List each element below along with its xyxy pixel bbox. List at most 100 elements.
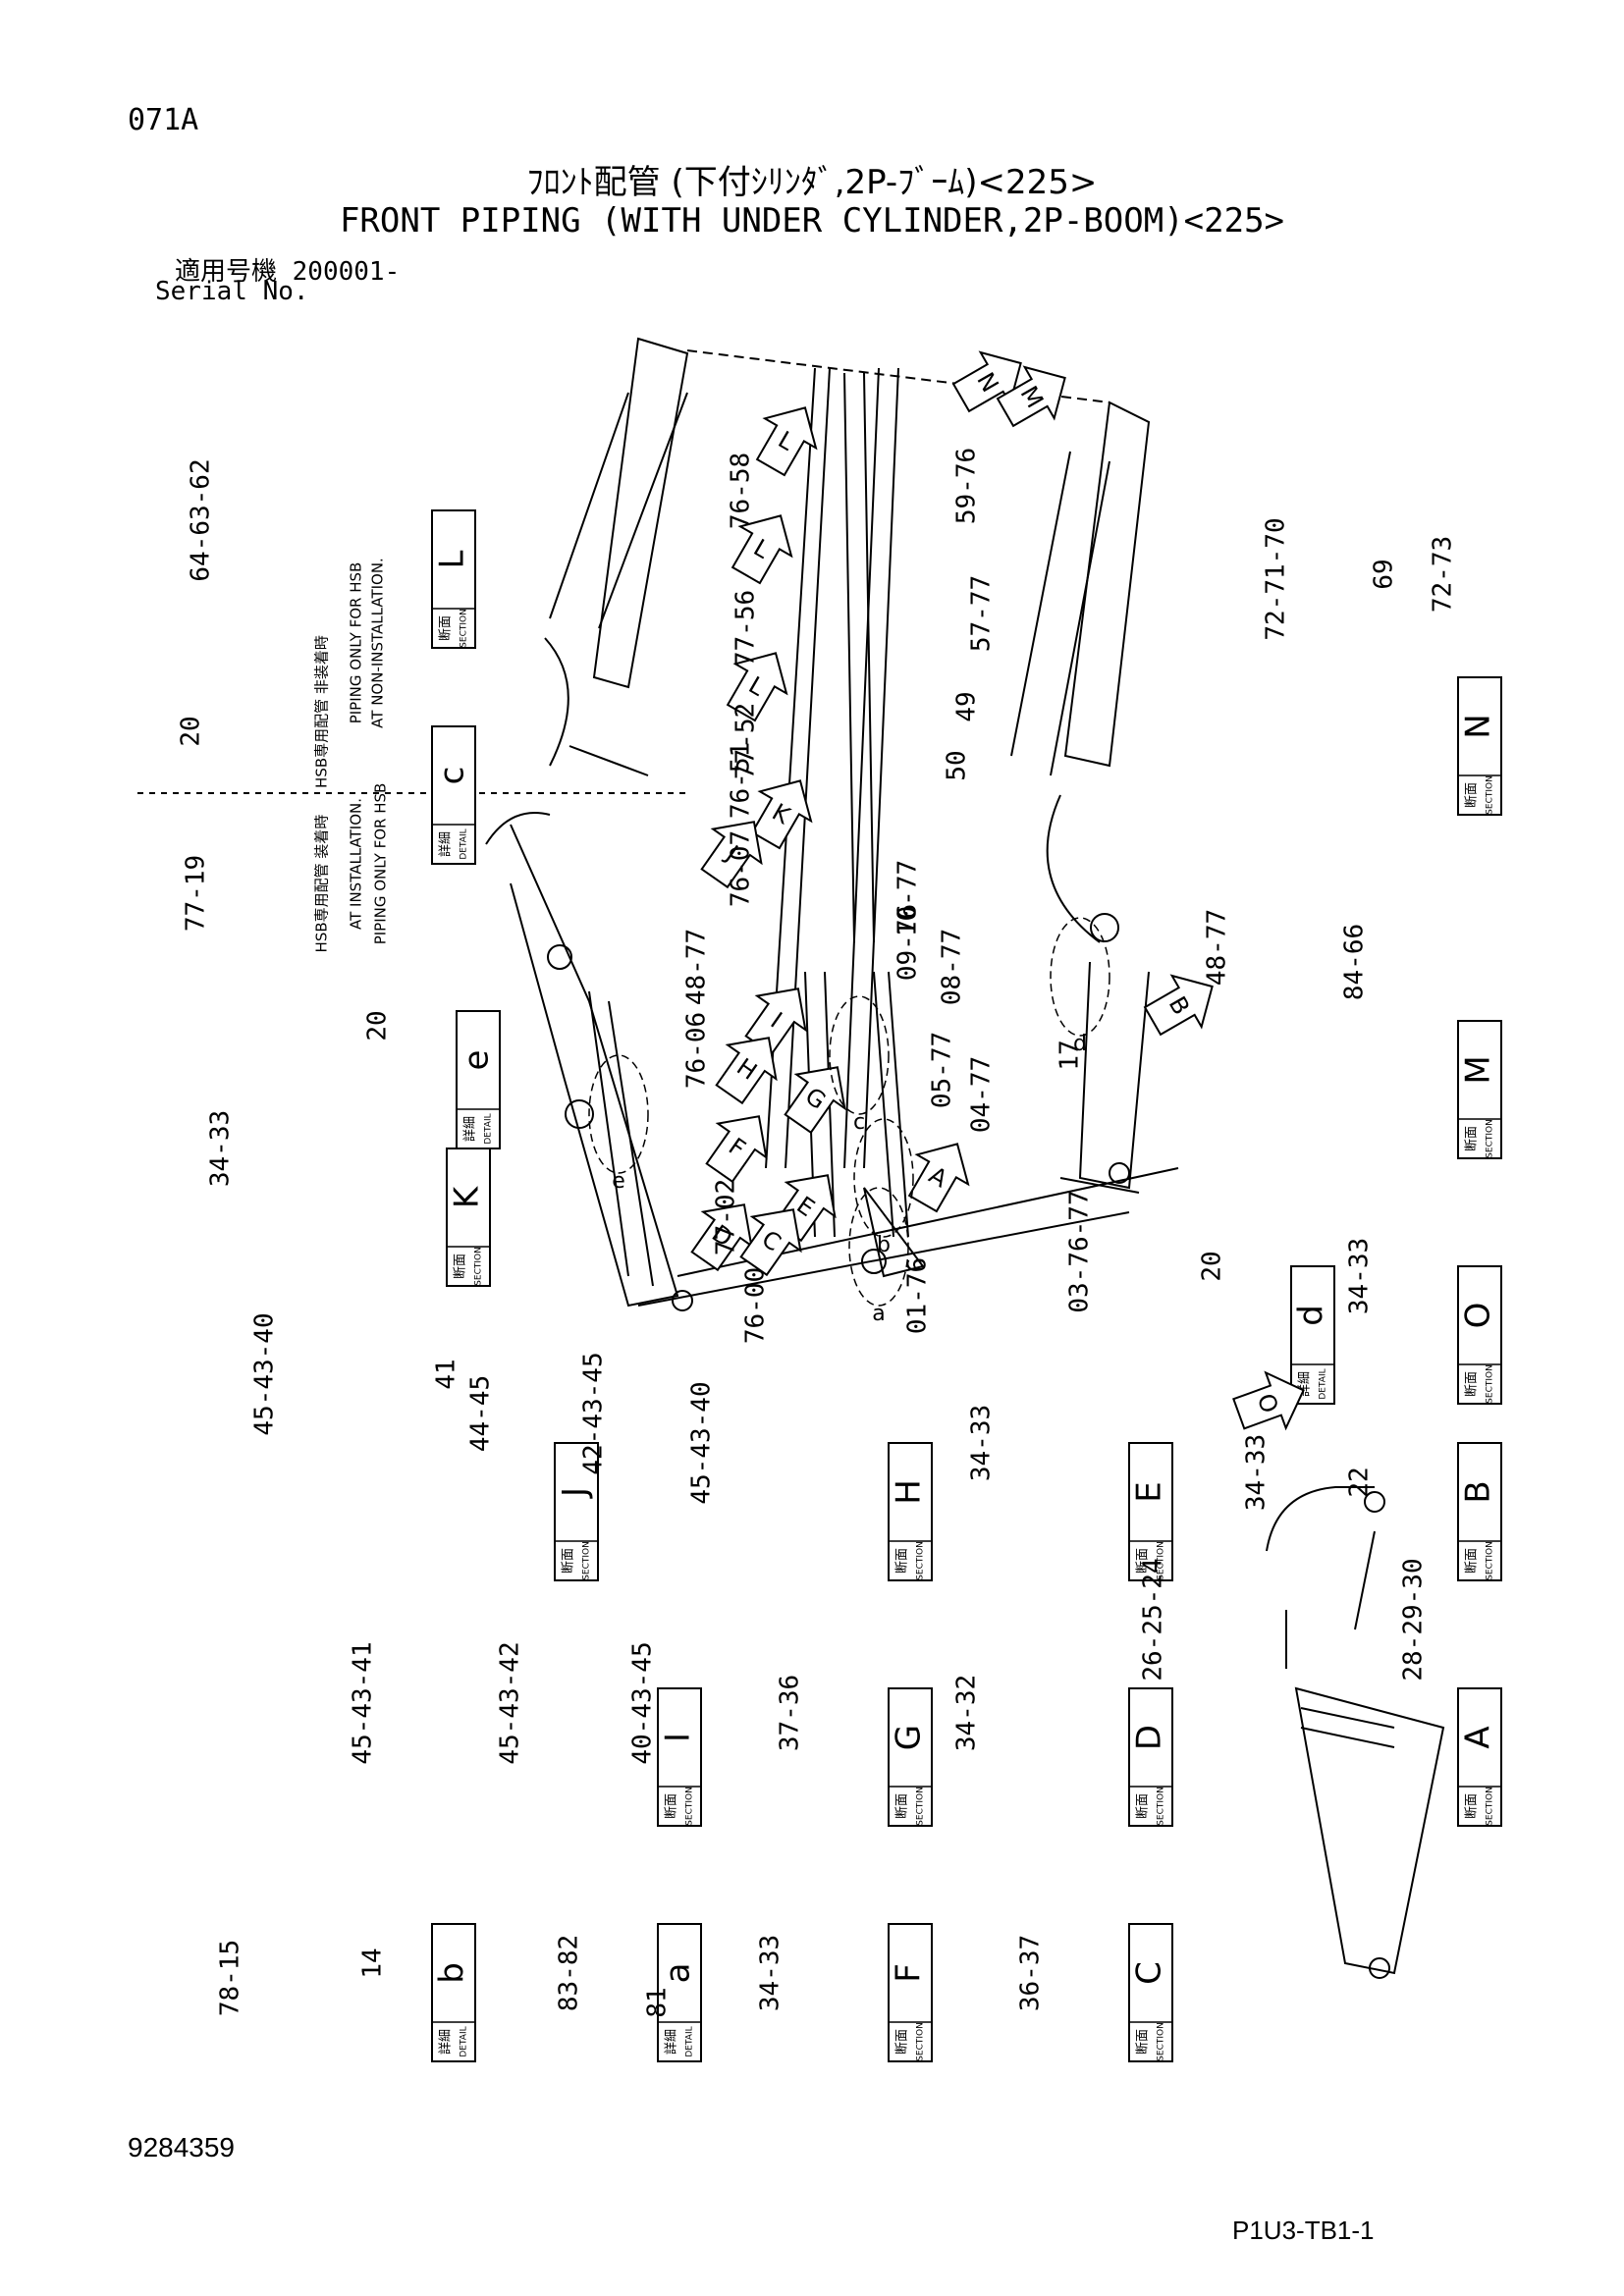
part-label: 64-63-62 <box>187 458 216 581</box>
part-label: 77-56 <box>731 590 761 667</box>
view-arrow-H: H <box>715 1037 778 1105</box>
view-box-letter: G <box>890 1725 929 1750</box>
part-label: 34-33 <box>1242 1434 1272 1511</box>
view-arrow-B: B <box>1143 974 1214 1037</box>
view-box-kind-en: DETAIL <box>484 1113 494 1144</box>
detail-callout-d: d <box>1050 917 1110 1056</box>
view-box-letter: c <box>433 767 472 785</box>
part-label: 45-43-40 <box>687 1381 717 1504</box>
view-box-kind-en: SECTION <box>1486 775 1495 815</box>
view-box-letter: B <box>1459 1480 1498 1503</box>
boom-arm-linework <box>137 337 1445 1979</box>
detail-callout-a: a <box>848 1187 909 1326</box>
view-box-kind-en: SECTION <box>685 1787 695 1826</box>
part-label: 05-77 <box>928 1032 957 1108</box>
view-arrow-D: D <box>690 1203 753 1272</box>
view-box-letter: N <box>1459 714 1498 738</box>
part-label: 83-82 <box>555 1935 584 2011</box>
view-box-kind-jp: 断面 <box>439 615 454 641</box>
hsb-note-install-jp: HSB専用配管 装着時 <box>313 815 331 953</box>
part-label: 76-00 <box>741 1267 771 1344</box>
view-box-letter: O <box>1459 1303 1498 1329</box>
page-code: 071A <box>128 103 199 137</box>
view-box-kind-jp: 断面 <box>1136 1548 1151 1574</box>
view-box-kind-en: SECTION <box>1157 1541 1166 1580</box>
view-box-letter: I <box>659 1733 698 1742</box>
part-label: 20 <box>177 716 206 746</box>
view-box-letter: L <box>433 550 472 568</box>
part-label: 10-77 <box>893 860 923 936</box>
view-box-kind-en: SECTION <box>1157 2022 1166 2061</box>
part-label: 34-33 <box>206 1110 236 1187</box>
part-label: 44-45 <box>466 1375 496 1452</box>
part-label: 59-76 <box>952 448 982 524</box>
part-label: 50 <box>943 750 972 780</box>
part-label: 01-76 <box>903 1257 933 1334</box>
view-box-letter: d <box>1292 1305 1331 1326</box>
view-box-kind-en: DETAIL <box>460 2026 469 2056</box>
view-arrow-J: J <box>700 821 763 889</box>
view-box-kind-jp: 断面 <box>895 2029 910 2055</box>
view-arrow-K: K <box>750 779 813 850</box>
serial-label-english: Serial No. <box>155 277 309 306</box>
title-japanese: ﾌﾛﾝﾄ配管 (下付ｼﾘﾝﾀﾞ,2P-ﾌﾞｰﾑ)<225> <box>526 163 1098 202</box>
view-box-kind-en: SECTION <box>1486 1364 1495 1404</box>
view-arrow-O: O <box>1232 1370 1305 1431</box>
part-label: 76-06 <box>682 1012 712 1089</box>
view-box-kind-jp: 断面 <box>895 1793 910 1819</box>
detail-callout-letter: e <box>612 1169 625 1194</box>
part-label: 76-58 <box>727 453 756 529</box>
part-label: 22 <box>1345 1467 1375 1497</box>
part-label: 34-33 <box>1345 1238 1375 1314</box>
view-arrow-L: L <box>731 514 793 585</box>
part-label: 72-71-70 <box>1262 517 1291 640</box>
hsb-note-install-en-2: PIPING ONLY FOR HSB <box>372 783 390 945</box>
part-label: 77-02 <box>712 1179 741 1255</box>
title-english: FRONT PIPING (WITH UNDER CYLINDER,2P-BOO… <box>339 201 1285 240</box>
part-number-labels-layer: 64-63-622077-192034-3376-5877-5677-5276-… <box>177 448 1458 2018</box>
view-box-kind-jp: 断面 <box>1465 1126 1480 1151</box>
view-box-letter: b <box>433 1962 472 1984</box>
view-box-kind-jp: 断面 <box>665 1793 679 1819</box>
view-box-kind-en: SECTION <box>916 2022 926 2061</box>
view-box-kind-jp: 断面 <box>562 1548 576 1574</box>
part-label: 45-43-40 <box>250 1312 280 1435</box>
part-label: 14 <box>358 1948 388 1978</box>
view-arrow-F: F <box>705 1115 768 1184</box>
hsb-note-install-en-1: AT INSTALLATION. <box>348 798 365 930</box>
part-label: 48-77 <box>1203 909 1232 986</box>
detail-callout-letter: c <box>853 1110 865 1135</box>
part-label: 42-43-45 <box>579 1352 609 1474</box>
detail-callout-b: b <box>853 1118 914 1257</box>
part-label: 45-43-42 <box>496 1641 525 1764</box>
part-label: 03-76-77 <box>1065 1190 1095 1312</box>
part-label: 09-76 <box>893 904 923 981</box>
part-label: 26-25-24 <box>1139 1558 1168 1681</box>
part-label: 28-29-30 <box>1399 1558 1429 1681</box>
detail-callout-letter: d <box>1073 1032 1087 1056</box>
part-label: 69 <box>1370 559 1399 589</box>
part-label: 81 <box>643 1987 673 2017</box>
view-callouts-layer: a bc d e <box>588 917 1110 1326</box>
hsb-note-non-install-en-2: AT NON-INSTALLATION. <box>369 558 387 728</box>
view-box-letter: D <box>1130 1725 1169 1750</box>
view-box-letter: K <box>448 1185 487 1208</box>
view-box-kind-en: SECTION <box>1486 1119 1495 1158</box>
part-label: 17 <box>1056 1040 1085 1070</box>
part-label: 40-43-45 <box>628 1641 658 1764</box>
view-arrow-N: N <box>951 350 1022 413</box>
view-box-kind-jp: 断面 <box>1465 1548 1480 1574</box>
part-label: 34-33 <box>756 1935 785 2011</box>
detail-callout-letter: a <box>872 1302 885 1326</box>
